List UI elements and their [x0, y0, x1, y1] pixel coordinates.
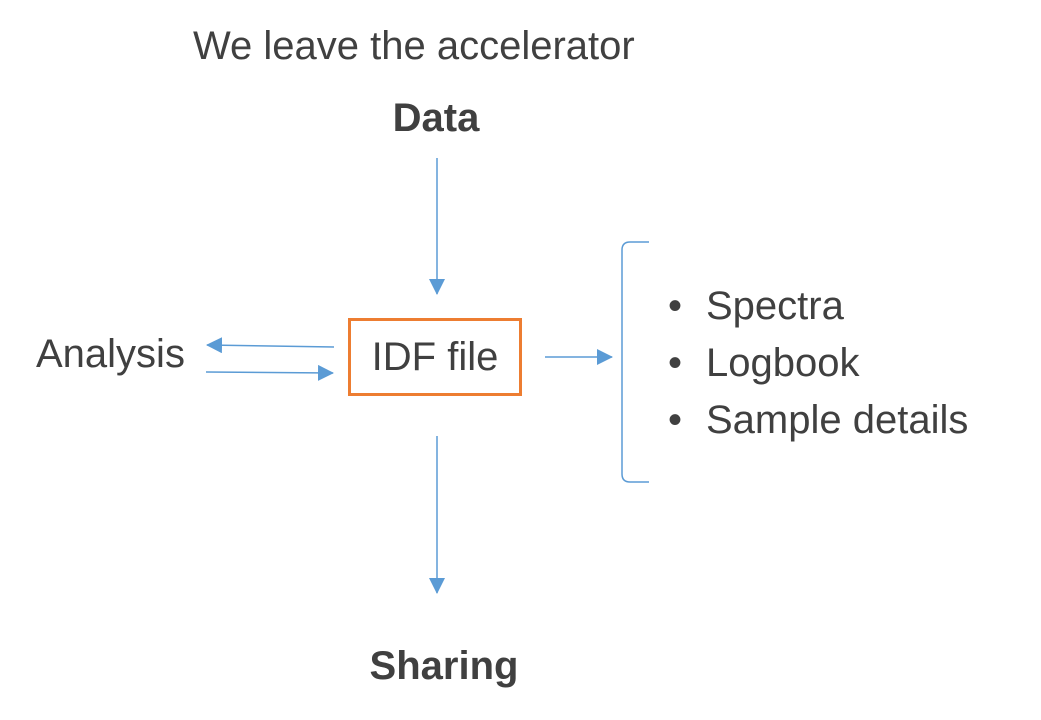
bullet-icon: •: [668, 341, 683, 385]
list-item: • Logbook: [668, 335, 968, 392]
idf-contents-list: • Spectra • Logbook • Sample details: [668, 278, 968, 449]
contents-bracket: [621, 241, 649, 483]
list-item: • Spectra: [668, 278, 968, 335]
bullet-icon: •: [668, 284, 683, 328]
list-item-label: Spectra: [706, 284, 844, 328]
list-item-label: Logbook: [706, 341, 860, 385]
analysis-node: Analysis: [36, 332, 185, 376]
arrow-analysis-to-idf: [205, 364, 334, 381]
list-item: • Sample details: [668, 392, 968, 449]
arrow-idf-to-analysis: [206, 337, 335, 354]
sharing-node: Sharing: [369, 644, 519, 688]
list-item-label: Sample details: [706, 398, 969, 442]
idf-file-box: IDF file: [348, 318, 522, 396]
diagram-title: We leave the accelerator: [193, 24, 635, 68]
idf-file-label: IDF file: [371, 335, 499, 379]
bullet-icon: •: [668, 398, 683, 442]
data-node: Data: [392, 96, 480, 140]
